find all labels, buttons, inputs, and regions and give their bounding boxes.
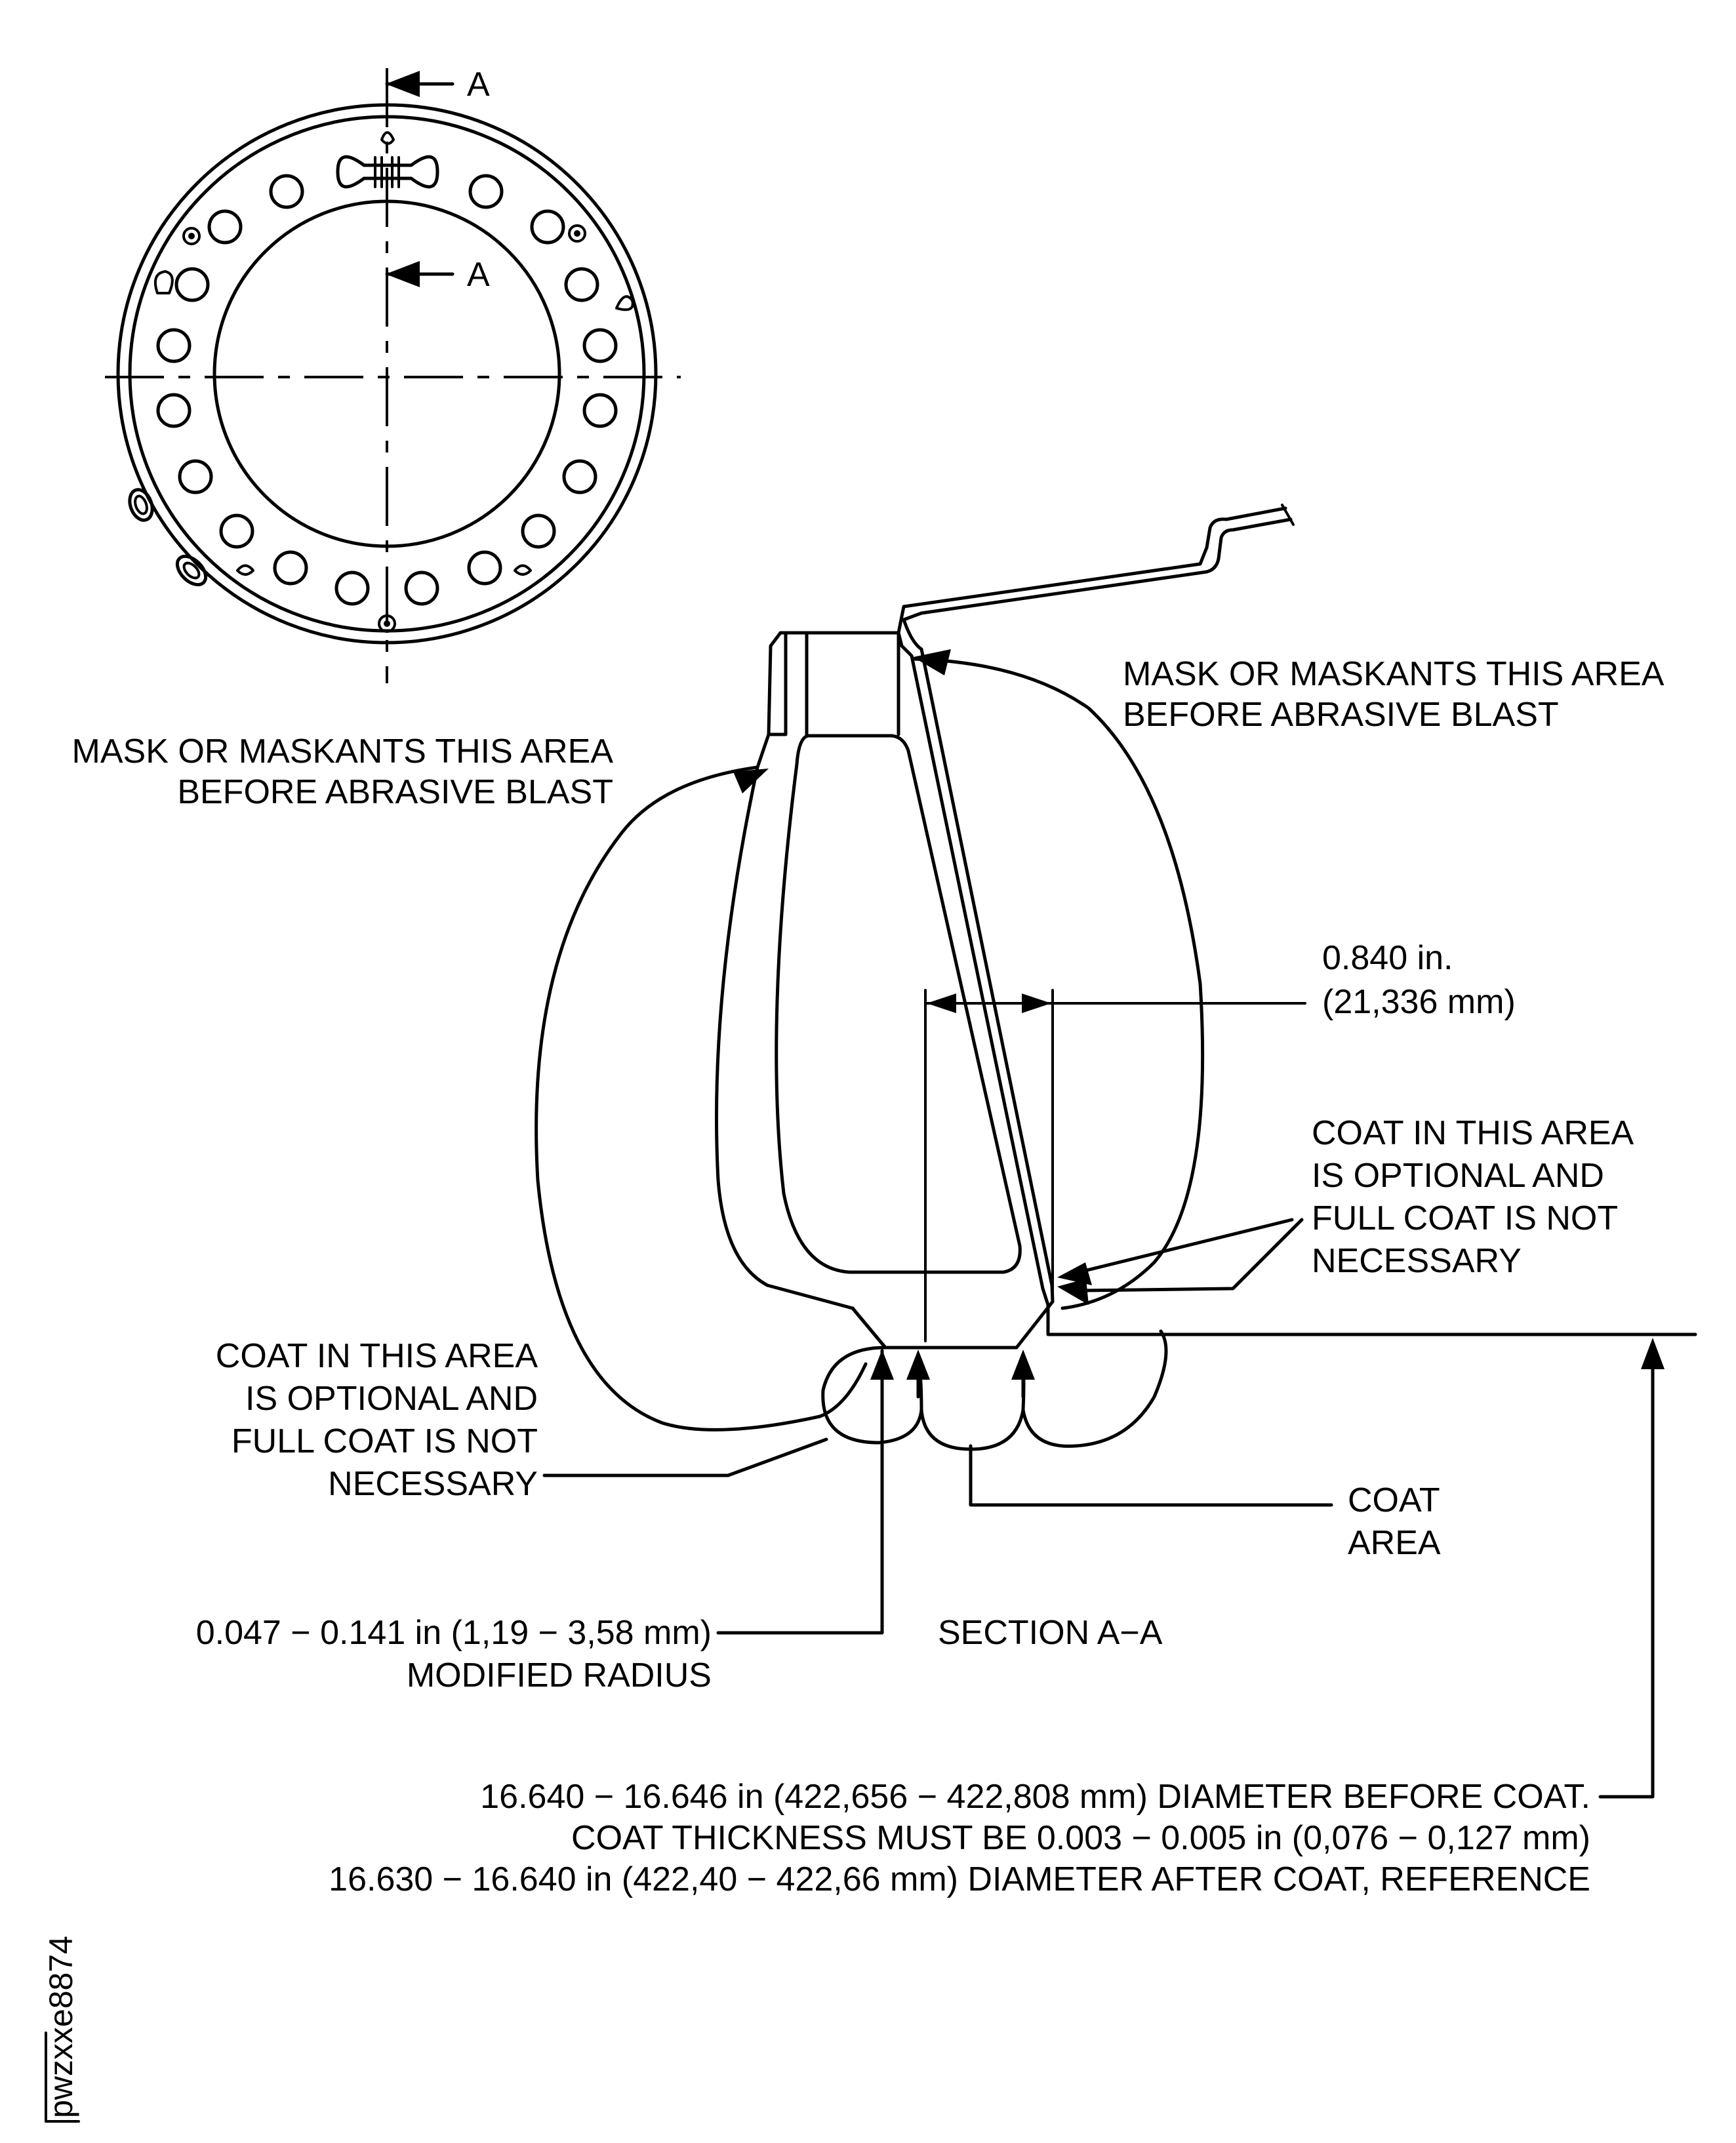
profile-left-wall-outer <box>715 732 855 1310</box>
figure-id-text: pwzxxe8874 <box>43 1936 79 2118</box>
label-line: AREA <box>1348 1524 1441 1562</box>
label-line: 0.840 in. <box>1322 939 1453 977</box>
profile-outer-contour <box>778 506 1287 635</box>
label-modified-radius: 0.047 − 0.141 in (1,19 − 3,58 mm) MODIFI… <box>196 1614 712 1694</box>
label-line: MODIFIED RADIUS <box>407 1656 712 1694</box>
label-line: IS OPTIONAL AND <box>245 1380 538 1418</box>
top-slot <box>336 155 439 189</box>
label-line: COAT THICKNESS MUST BE 0.003 − 0.005 in … <box>571 1819 1590 1857</box>
label-line: MASK OR MASKANTS THIS AREA <box>72 732 614 771</box>
label-line: NECESSARY <box>1312 1242 1522 1280</box>
profile-right-wall <box>897 631 1050 1307</box>
section-arrow-label-upper: A <box>467 66 490 104</box>
profile-inner-cavity <box>775 734 1022 1274</box>
label-line: (21,336 mm) <box>1322 983 1516 1021</box>
ring-small-features <box>128 131 634 633</box>
figure-id: pwzxxe8874 <box>43 1936 80 2123</box>
label-line: MASK OR MASKANTS THIS AREA <box>1123 655 1665 693</box>
bolt-hole-pattern <box>156 174 618 606</box>
profile-bottom-flange <box>851 1283 1055 1350</box>
label-line: NECESSARY <box>328 1465 538 1503</box>
label-coat-optional-left: COAT IN THIS AREA IS OPTIONAL AND FULL C… <box>216 1337 538 1503</box>
label-line: 16.630 − 16.640 in (422,40 − 422,66 mm) … <box>329 1860 1590 1898</box>
coat-lobe-center-left <box>919 1352 1026 1451</box>
mask-area-left-bubble <box>535 765 868 1432</box>
label-line: COAT IN THIS AREA <box>216 1337 538 1375</box>
mask-right-arrowhead <box>913 649 951 675</box>
label-dimension-width: 0.840 in. (21,336 mm) <box>1322 939 1516 1021</box>
label-coat-area: COAT AREA <box>1348 1481 1441 1562</box>
label-line: COAT IN THIS AREA <box>1312 1114 1634 1152</box>
section-profile <box>715 504 1697 1350</box>
ring-top-view: A A <box>105 66 681 683</box>
section-arrow-upper: A <box>385 66 490 104</box>
profile-top-block <box>767 631 788 736</box>
label-line: COAT <box>1348 1481 1440 1519</box>
mask-area-right-bubble <box>913 657 1205 1310</box>
dimension-0-840 <box>924 989 1306 1342</box>
section-title: SECTION A−A <box>938 1614 1163 1652</box>
diameter-leader <box>1598 1342 1655 1799</box>
coat-lobe-left <box>821 1346 923 1445</box>
mask-left-arrowhead <box>733 769 769 793</box>
coat-optional-right-leader <box>1080 1218 1304 1292</box>
label-line: FULL COAT IS NOT <box>232 1422 538 1460</box>
label-line: 0.047 − 0.141 in (1,19 − 3,58 mm) <box>196 1614 712 1652</box>
label-line: FULL COAT IS NOT <box>1312 1199 1618 1237</box>
label-line: 16.640 − 16.646 in (422,656 − 422,808 mm… <box>480 1778 1590 1816</box>
label-line: IS OPTIONAL AND <box>1312 1157 1604 1195</box>
section-arrow-lower: A <box>385 256 490 294</box>
coat-lobe-center-right <box>1021 1329 1168 1448</box>
label-line: BEFORE ABRASIVE BLAST <box>177 773 613 811</box>
coat-optional-left-leader <box>542 1437 828 1477</box>
modified-radius-leader <box>716 1349 884 1635</box>
label-line: BEFORE ABRASIVE BLAST <box>1123 696 1559 734</box>
label-mask-left: MASK OR MASKANTS THIS AREA BEFORE ABRASI… <box>72 732 614 811</box>
label-diameter-note: 16.640 − 16.646 in (422,656 − 422,808 mm… <box>329 1778 1590 1898</box>
coat-area-leader <box>969 1444 1333 1507</box>
label-mask-right: MASK OR MASKANTS THIS AREA BEFORE ABRASI… <box>1123 655 1665 734</box>
label-coat-optional-right: COAT IN THIS AREA IS OPTIONAL AND FULL C… <box>1312 1114 1634 1280</box>
section-arrow-label-lower: A <box>467 256 490 294</box>
